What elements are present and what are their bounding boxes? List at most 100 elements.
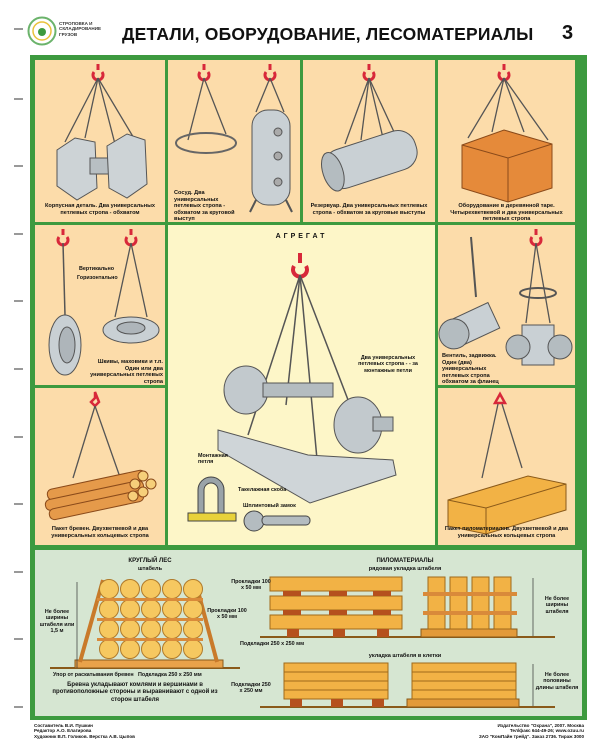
log-end xyxy=(120,619,140,639)
round-wood-subtitle: штабель xyxy=(137,566,163,572)
caption-bold: Шкивы, маховики и т.п. xyxy=(97,359,163,365)
binder-hole xyxy=(14,98,23,100)
log-end xyxy=(120,639,140,659)
sawn-wood-title: ПИЛОМАТЕРИАЛЫ xyxy=(376,558,434,564)
round-wood-note: Бревна укладывают комлями и вершинами в … xyxy=(52,682,218,703)
footer-publisher: Издательство "Охрана", 2007. Москва Тел/… xyxy=(479,723,584,739)
cage-height-label: Не более половины длины штабеля xyxy=(535,672,579,691)
binder-hole xyxy=(14,503,23,505)
round-wood-stop-label: Упор от раскатывания бревен xyxy=(53,672,134,678)
credit-line: Художник В.П. Голиков. Верстка А.В. Цыпо… xyxy=(34,733,135,739)
logo-emblem xyxy=(27,16,57,46)
log-end xyxy=(141,579,161,599)
log-end xyxy=(120,599,140,619)
tank-illustration xyxy=(321,64,418,192)
binder-hole xyxy=(14,28,23,30)
caption: Шкивы, маховики и т.п. Один или два унив… xyxy=(87,359,163,385)
publisher-line: Издательство "Охрана", 2007. Москва xyxy=(497,723,585,728)
cell-pulleys: Вертикально Горизонтально Шкивы, маховик… xyxy=(35,225,165,385)
footer-credits: Составитель В.И. Пушкин Редактор А.О. Ел… xyxy=(34,723,135,739)
cell-valve: Вентиль, задвижка. Один (два) универсаль… xyxy=(438,225,575,385)
caption-bold: Резервуар. xyxy=(310,203,341,209)
sawn-spacer-label: Прокладки 100 х 50 мм xyxy=(231,579,271,592)
log-end xyxy=(183,619,203,639)
cell-crate: Оборудование в деревянной таре. Четырехв… xyxy=(438,60,575,222)
sling-ring-icon xyxy=(492,391,508,405)
log-end xyxy=(162,639,182,659)
caption-text: Четырехветвевой и два универсальных петл… xyxy=(450,209,563,222)
cage-base-label: Подкладки 250 х 250 мм xyxy=(231,682,271,695)
label-shackle: Такелажная скоба xyxy=(238,487,287,493)
crane-hook-icon xyxy=(362,64,376,82)
caption: Сосуд. Два универсальных петлевых стропа… xyxy=(174,190,244,222)
unit-title: АГРЕГАТ xyxy=(275,233,328,240)
crate-illustration xyxy=(461,64,553,203)
caption-text: Один или два универсальных петлевых стро… xyxy=(90,365,163,385)
round-wood-stack xyxy=(50,579,240,669)
crane-hook-icon xyxy=(263,64,277,82)
caption: Пакет пиломатериалов. Двухветвевой и два… xyxy=(442,526,571,539)
publisher-line: ЗАО "КомПайн трейд". Заказ 2736. Тираж 3… xyxy=(478,733,584,739)
log-end xyxy=(141,619,161,639)
log-end xyxy=(162,599,182,619)
label-mounting-loop: Монтажная петля xyxy=(198,453,228,466)
vessel-illustration xyxy=(175,64,293,213)
log-end xyxy=(99,619,119,639)
caption-bold: Корпусная деталь. xyxy=(45,203,98,209)
caption-bold: Пакет пиломатериалов. xyxy=(444,526,511,532)
cell-tank: Резервуар. Два универсальных петлевых ст… xyxy=(303,60,435,222)
label-horizontal: Горизонтально xyxy=(77,275,118,281)
binder-hole xyxy=(14,436,23,438)
caption-text: Один (два) универсальных петлевых стропа… xyxy=(442,359,499,385)
label-slings: Два универсальных петлевых стропа - - за… xyxy=(358,355,418,374)
emblem-icon xyxy=(27,16,57,46)
binder-hole xyxy=(14,706,23,708)
caption-text: Двухветвевой и два универсальных кольцев… xyxy=(51,526,149,539)
caption: Корпусная деталь. Два универсальных петл… xyxy=(39,203,161,216)
caption-bold: Сосуд. xyxy=(174,190,193,196)
round-wood-base-label: Подкладка 250 х 250 мм xyxy=(138,672,202,678)
crane-hook-icon xyxy=(291,253,309,279)
log-end xyxy=(141,599,161,619)
body-part-illustration xyxy=(56,64,148,201)
binder-hole xyxy=(14,368,23,370)
cell-logs: Пакет бревен. Двухветвевой и два универс… xyxy=(35,388,165,545)
sawn-wood-cage-stack xyxy=(260,662,555,708)
page-title: ДЕТАЛИ, ОБОРУДОВАНИЕ, ЛЕСОМАТЕРИАЛЫ xyxy=(122,24,534,44)
caption-bold: Оборудование в деревянной таре. xyxy=(458,203,555,209)
binder-hole xyxy=(14,165,23,167)
shackle-icon xyxy=(197,476,225,516)
sheet-number: 3 xyxy=(562,22,574,44)
crane-hook-icon xyxy=(497,64,511,82)
crane-hook-icon xyxy=(529,229,543,247)
round-wood-height-label: Не более ширины штабеля или 1,5 м xyxy=(39,609,75,635)
valve-illustration xyxy=(438,229,573,366)
caption: Резервуар. Два универсальных петлевых ст… xyxy=(307,203,431,216)
sawn-wood-row-stack xyxy=(260,576,555,638)
log-end xyxy=(99,579,119,599)
caption: Пакет бревен. Двухветвевой и два универс… xyxy=(39,526,161,539)
caption-text: Два универсальных петлевых стропа - обхв… xyxy=(312,203,428,216)
log-end xyxy=(99,639,119,659)
caption-text: Два универсальных петлевых стропа - обхв… xyxy=(60,203,155,216)
lumber-illustration xyxy=(447,391,567,535)
cell-body-part: Корпусная деталь. Два универсальных петл… xyxy=(35,60,165,222)
round-wood-title: КРУГЛЫЙ ЛЕС xyxy=(128,558,172,564)
round-wood-spacer-label: Прокладки 100 х 50 мм xyxy=(207,608,247,621)
crane-hook-icon xyxy=(91,64,105,82)
caption-text: Двухветвевой и два универсальных кольцев… xyxy=(457,526,569,539)
caption: Оборудование в деревянной таре. Четырехв… xyxy=(442,203,571,222)
row-stacking-title: рядовая укладка штабеля xyxy=(368,566,442,572)
cell-lumber: Пакет пиломатериалов. Двухветвевой и два… xyxy=(438,388,575,545)
credit-line: Редактор А.О. Елагирова xyxy=(34,728,92,734)
caption-bold: Пакет бревен. xyxy=(51,526,91,532)
label-vertical: Вертикально xyxy=(79,266,115,272)
pulleys-illustration xyxy=(48,229,160,376)
caption-text: Два универсальных петлевых стропа - обхв… xyxy=(174,190,235,222)
publisher-line: Тел/факс 644-49-26; www.ozuu.ru xyxy=(509,728,584,734)
log-end xyxy=(162,579,182,599)
wrench-icon xyxy=(243,510,311,532)
unit-illustration xyxy=(187,253,397,532)
caption: Вентиль, задвижка. Один (два) универсаль… xyxy=(442,353,504,385)
log-end xyxy=(183,639,203,659)
